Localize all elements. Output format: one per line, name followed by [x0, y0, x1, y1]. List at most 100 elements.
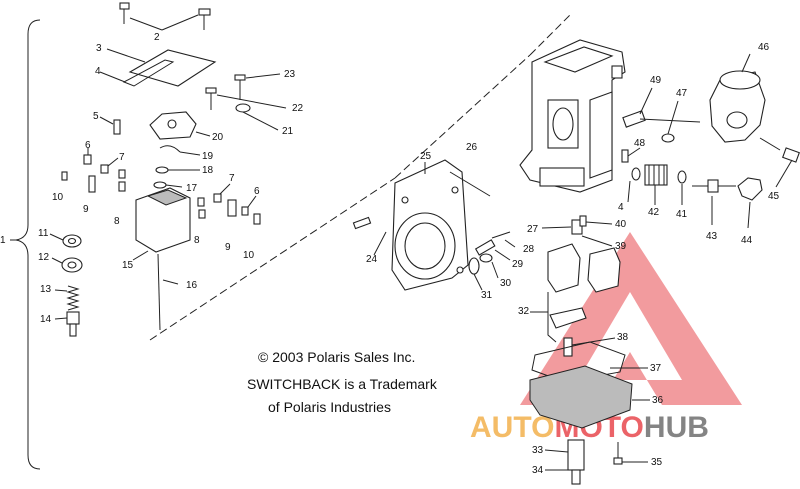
callout-label: 37 [650, 363, 662, 374]
part-plug-48 [621, 149, 629, 163]
watermark-text-auto: AUTO [470, 411, 554, 444]
callout-label: 44 [741, 235, 753, 246]
part-gasket-4 [122, 59, 175, 87]
callout-label: 30 [500, 278, 512, 289]
callout-label: 41 [676, 209, 688, 220]
part-screw-23 [234, 74, 246, 100]
part-choke-cover-46 [709, 70, 766, 143]
callout-label: 23 [284, 69, 296, 80]
part-rod-26 [449, 171, 491, 197]
part-clip-19 [159, 145, 181, 153]
part-cap-47 [661, 133, 675, 143]
callout-label: 40 [615, 219, 627, 230]
divider-dash-lower [149, 177, 396, 341]
callout-label: 24 [366, 254, 378, 265]
copyright-line-3: of Polaris Industries [268, 399, 391, 415]
callout-label: 13 [40, 284, 52, 295]
watermark-logo: AUTOMOTOHUB [470, 232, 742, 444]
callout-label: 10 [243, 250, 255, 261]
callout-label: 1 [0, 235, 6, 246]
callout-label: 14 [40, 314, 52, 325]
callout-label: 43 [706, 231, 718, 242]
callout-label: 12 [38, 252, 50, 263]
part-nut-12 [61, 257, 83, 273]
callout-label: 21 [282, 126, 294, 137]
callout-label: 5 [93, 111, 99, 122]
callout-label: 19 [202, 151, 214, 162]
part-drain-screw-35 [613, 442, 623, 465]
part-needle-49 [622, 110, 646, 128]
part-screw-2b [198, 8, 211, 30]
callout-label: 8 [194, 235, 200, 246]
part-spring-42 [644, 164, 668, 186]
callout-label: 47 [676, 88, 688, 99]
callout-label: 39 [615, 241, 627, 252]
callout-label: 22 [292, 103, 304, 114]
part-gasket-37 [531, 341, 626, 383]
callout-label: 28 [523, 244, 535, 255]
part-ring-17 [153, 181, 167, 189]
part-pin-28 [491, 231, 511, 239]
callout-label: 33 [532, 445, 544, 456]
part-jet-40 [579, 215, 587, 227]
part-carburetor-body [519, 39, 626, 193]
part-washer-21 [235, 103, 251, 113]
divider-dash-mid [394, 54, 531, 179]
callout-label: 32 [518, 306, 530, 317]
divider-dash-upper [529, 14, 571, 56]
copyright-line-2: SWITCHBACK is a Trademark [247, 376, 438, 392]
callout-label: 25 [420, 151, 432, 162]
callout-label: 11 [38, 228, 49, 239]
callout-label: 18 [202, 165, 214, 176]
part-cover-plate-3 [128, 49, 217, 87]
copyright-line-1: © 2003 Polaris Sales Inc. [258, 349, 415, 365]
callout-label: 31 [481, 290, 493, 301]
watermark-triangle [520, 232, 742, 405]
callout-label: 7 [119, 152, 125, 163]
callout-label: 42 [648, 207, 660, 218]
part-intake-adapter-25 [391, 159, 469, 291]
part-spring-30 [479, 253, 493, 263]
part-screw-45 [759, 137, 800, 163]
part-plunger-43 [692, 179, 736, 193]
callout-label: 20 [212, 132, 224, 143]
part-jet-27 [571, 219, 583, 235]
callout-label: 29 [512, 259, 524, 270]
callout-label: 17 [186, 183, 198, 194]
callout-label: 38 [617, 332, 629, 343]
part-float-32 [547, 243, 621, 293]
svg-text:AUTOMOTOHUB: AUTOMOTOHUB [470, 411, 709, 444]
watermark-text-hub: HUB [644, 411, 709, 444]
callout-label: 36 [652, 395, 664, 406]
callout-label: 45 [768, 191, 780, 202]
part-sensor-housing-15 [135, 187, 191, 253]
assembly-bracket [15, 19, 41, 470]
part-screw-24 [352, 216, 372, 230]
part-washer-31 [468, 257, 480, 275]
callout-label: 48 [634, 138, 646, 149]
part-spring-13 [66, 285, 80, 311]
part-wire-16 [157, 253, 161, 331]
callout-label: 7 [229, 173, 235, 184]
callout-label: 35 [651, 457, 663, 468]
part-nut-11 [62, 234, 82, 248]
callout-label: 6 [85, 140, 91, 151]
callout-label: 3 [96, 43, 102, 54]
part-float-bowl-36 [529, 365, 633, 429]
part-screw-22 [205, 87, 217, 110]
callout-label: 46 [758, 42, 770, 53]
callout-label: 6 [254, 186, 260, 197]
callout-label: 49 [650, 75, 662, 86]
callout-label: 15 [122, 260, 134, 271]
part-main-jet-34 [567, 439, 585, 485]
part-screw-2a [119, 2, 130, 24]
callout-label: 9 [225, 242, 231, 253]
part-screw-14 [66, 311, 80, 337]
callout-label: 10 [52, 192, 64, 203]
part-screw-29 [474, 239, 496, 256]
part-screw-5 [113, 119, 121, 135]
callout-label: 26 [466, 142, 478, 153]
callout-label: 4 [618, 202, 624, 213]
callout-label: 27 [527, 224, 539, 235]
